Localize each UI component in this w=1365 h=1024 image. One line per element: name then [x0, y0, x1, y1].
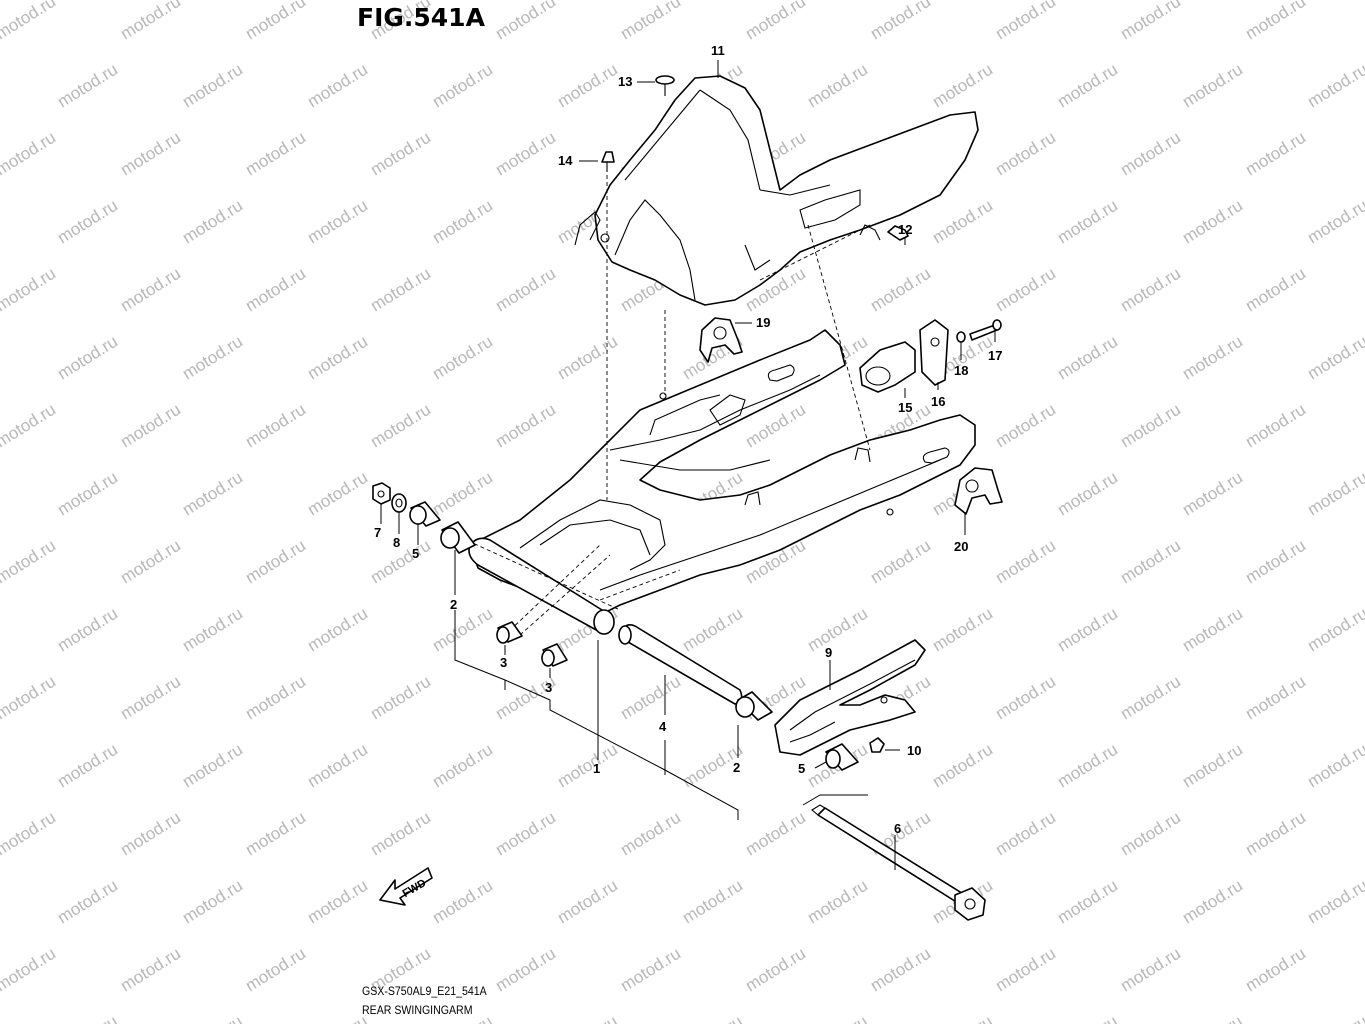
part-6-pivot-shaft [811, 804, 986, 921]
callout-2-left: 2 [450, 597, 457, 612]
callout-8: 8 [393, 535, 400, 550]
part-16-bracket [919, 319, 949, 386]
callout-1: 1 [593, 761, 600, 776]
callouts: 11 13 14 12 19 17 18 16 15 20 7 8 5 2 3 … [374, 43, 1002, 836]
callout-3-b: 3 [545, 680, 552, 695]
part-20-bracket [954, 467, 1003, 515]
callout-17: 17 [988, 348, 1002, 363]
callout-18: 18 [954, 363, 968, 378]
part-14-clip [601, 151, 615, 172]
part-3-bushing-a [496, 621, 523, 644]
callout-10: 10 [907, 743, 921, 758]
part-3-bushing-b [541, 643, 568, 667]
part-10-screw [869, 737, 885, 753]
fwd-arrow-icon: FWD [379, 867, 433, 906]
callout-14: 14 [558, 153, 573, 168]
part-15-chain-slider [859, 341, 916, 393]
callout-15: 15 [898, 400, 912, 415]
part-1-swingarm [468, 329, 976, 635]
callout-5-right: 5 [798, 761, 805, 776]
part-18-washer [956, 331, 966, 343]
leader-lines [380, 60, 996, 870]
callout-7: 7 [374, 525, 381, 540]
part-9-chain-buffer [774, 639, 926, 756]
part-7-nut [372, 482, 391, 505]
part-4-pivot-spacer [618, 624, 743, 705]
part-12-bolt [887, 225, 909, 241]
callout-3-a: 3 [500, 655, 507, 670]
part-5-spacer-right [825, 743, 859, 771]
callout-12: 12 [898, 222, 912, 237]
callout-6: 6 [894, 821, 901, 836]
part-13-screw [655, 75, 675, 96]
part-5-spacer-left [409, 501, 441, 527]
part-11-chain-cover [574, 75, 979, 306]
part-17-bolt [969, 319, 1002, 341]
callout-13: 13 [618, 74, 632, 89]
callout-4: 4 [659, 719, 667, 734]
model-code: GSX-S750AL9_E21_541A [362, 986, 487, 998]
callout-9: 9 [825, 645, 832, 660]
part-2-bearing-right [735, 691, 773, 721]
part-2-bearing-left [440, 521, 476, 554]
part-19-bracket [699, 317, 743, 363]
callout-2-right: 2 [733, 760, 740, 775]
figure-caption: REAR SWINGINGARM [362, 1005, 473, 1017]
fwd-label: FWD [401, 877, 429, 900]
callout-19: 19 [756, 315, 770, 330]
callout-16: 16 [931, 394, 945, 409]
callout-5-left: 5 [412, 546, 419, 561]
callout-20: 20 [954, 539, 968, 554]
callout-11: 11 [711, 43, 725, 58]
part-8-washer [391, 493, 407, 513]
figure-title: FIG.541A [357, 3, 485, 32]
assembly-lines [454, 175, 871, 636]
